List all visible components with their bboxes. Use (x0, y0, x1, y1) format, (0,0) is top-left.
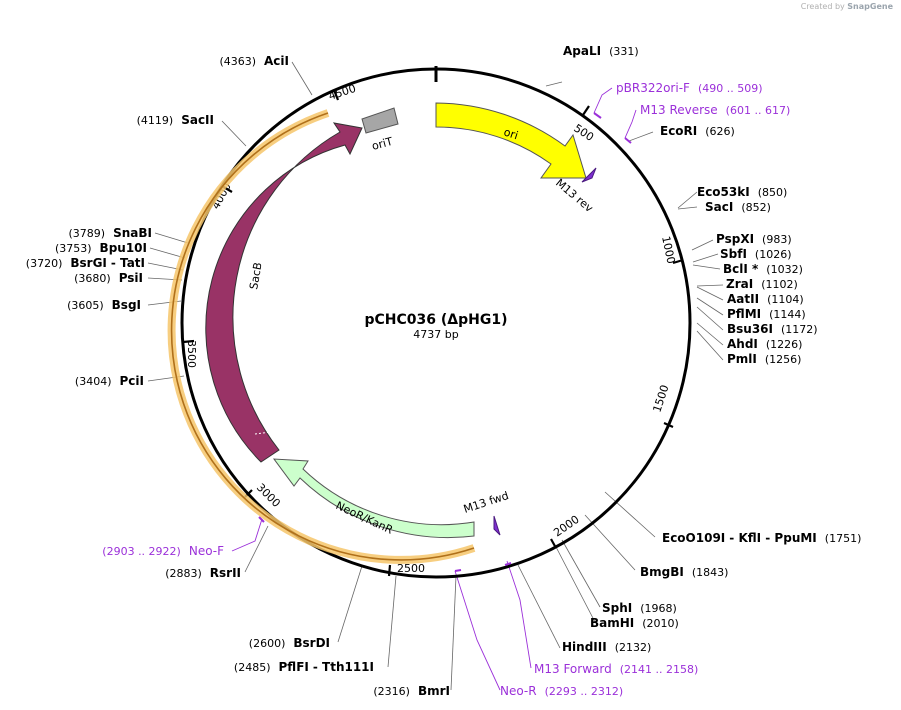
m13-rev-label: M13 rev (553, 176, 596, 215)
sacb-feature (205, 122, 363, 463)
site-eco0109i[interactable]: EcoO109I- KflI - PpuMI(1751) (662, 531, 861, 545)
primer-neo-f[interactable]: (2903 .. 2922)Neo-F (102, 544, 224, 558)
site-bpu10i[interactable]: (3753)Bpu10I (55, 241, 147, 255)
primer-labels: pBR322ori-F(490 .. 509) M13 Reverse(601 … (102, 81, 790, 698)
tick-label-1000: 1000 (659, 235, 678, 265)
site-psii[interactable]: (3680)PsiI (74, 271, 143, 285)
tick-label-1500: 1500 (650, 383, 671, 414)
site-bsgi[interactable]: (3605)BsgI (67, 298, 141, 312)
primer-m13-reverse[interactable]: M13 Reverse(601 .. 617) (640, 103, 790, 117)
primer-binding-marks (258, 112, 632, 572)
restriction-sites-left: (2316)BmrI (2485)PflFI- Tth111I (2600)Bs… (26, 54, 450, 698)
site-rsrii[interactable]: (2883)RsrII (165, 566, 241, 580)
site-pmli[interactable]: PmlI(1256) (727, 352, 801, 366)
neor-feature (272, 458, 475, 539)
site-bamhi[interactable]: BamHI(2010) (590, 616, 679, 630)
site-pflfi[interactable]: (2485)PflFI- Tth111I (234, 660, 374, 674)
watermark-created-by: Created by (800, 2, 845, 11)
primer-m13-forward[interactable]: M13 Forward(2141 .. 2158) (534, 662, 698, 676)
restriction-sites-right: ApaLI(331) EcoRI(626) Eco53kI(850) SacI(… (562, 44, 861, 654)
sacb-label: SacB (247, 261, 265, 290)
site-snabi[interactable]: (3789)SnaBI (69, 226, 152, 240)
site-sacii[interactable]: (4119)SacII (137, 113, 214, 127)
primer-pbr322ori-f[interactable]: pBR322ori-F(490 .. 509) (616, 81, 763, 95)
tick-label-2500: 2500 (397, 562, 425, 575)
sacb-split-mark (254, 431, 272, 435)
site-bsu36i[interactable]: Bsu36I(1172) (727, 322, 818, 336)
primer-neo-r[interactable]: Neo-R(2293 .. 2312) (500, 684, 623, 698)
tick-label-4500: 4500 (327, 82, 358, 103)
snapgene-watermark: Created by SnapGene (801, 2, 893, 11)
site-hindiii[interactable]: HindIII(2132) (562, 640, 651, 654)
site-acii[interactable]: (4363)AciI (219, 54, 289, 68)
site-sbfi[interactable]: SbfI(1026) (720, 247, 792, 261)
site-bmgbi[interactable]: BmgBI(1843) (640, 565, 728, 579)
site-bmri[interactable]: (2316)BmrI (373, 684, 450, 698)
primer-leader-lines (231, 87, 637, 691)
site-saci[interactable]: SacI(852) (705, 200, 771, 214)
m13-rev-feature (581, 167, 597, 183)
orf-line (170, 112, 475, 561)
site-aatii[interactable]: AatII(1104) (727, 292, 804, 306)
orit-label: oriT (370, 135, 394, 153)
m13-fwd-label: M13 fwd (462, 489, 510, 516)
orit-feature (361, 107, 399, 134)
site-apali[interactable]: ApaLI(331) (563, 44, 639, 58)
site-eco53ki[interactable]: Eco53kI(850) (697, 185, 787, 199)
tick-label-3500: 3500 (185, 340, 198, 368)
site-bcli[interactable]: BclI *(1032) (723, 262, 803, 276)
site-zrai[interactable]: ZraI(1102) (726, 277, 798, 291)
site-pspxi[interactable]: PspXI(983) (716, 232, 792, 246)
site-bsrdi[interactable]: (2600)BsrDI (249, 636, 330, 650)
plasmid-name: pCHC036 (ΔpHG1) (365, 312, 508, 328)
ori-label: ori (502, 125, 520, 142)
site-ahdi[interactable]: AhdI(1226) (727, 337, 802, 351)
site-ecori[interactable]: EcoRI(626) (660, 124, 735, 138)
site-pflmi[interactable]: PflMI(1144) (727, 307, 806, 321)
m13-fwd-feature (493, 515, 501, 536)
snapgene-logo: SnapGene (847, 2, 893, 11)
site-bsrgi[interactable]: (3720)BsrGI- TatI (26, 256, 145, 270)
site-sphi[interactable]: SphI(1968) (602, 601, 677, 615)
plasmid-length: 4737 bp (413, 328, 458, 341)
site-pcii[interactable]: (3404)PciI (75, 374, 144, 388)
